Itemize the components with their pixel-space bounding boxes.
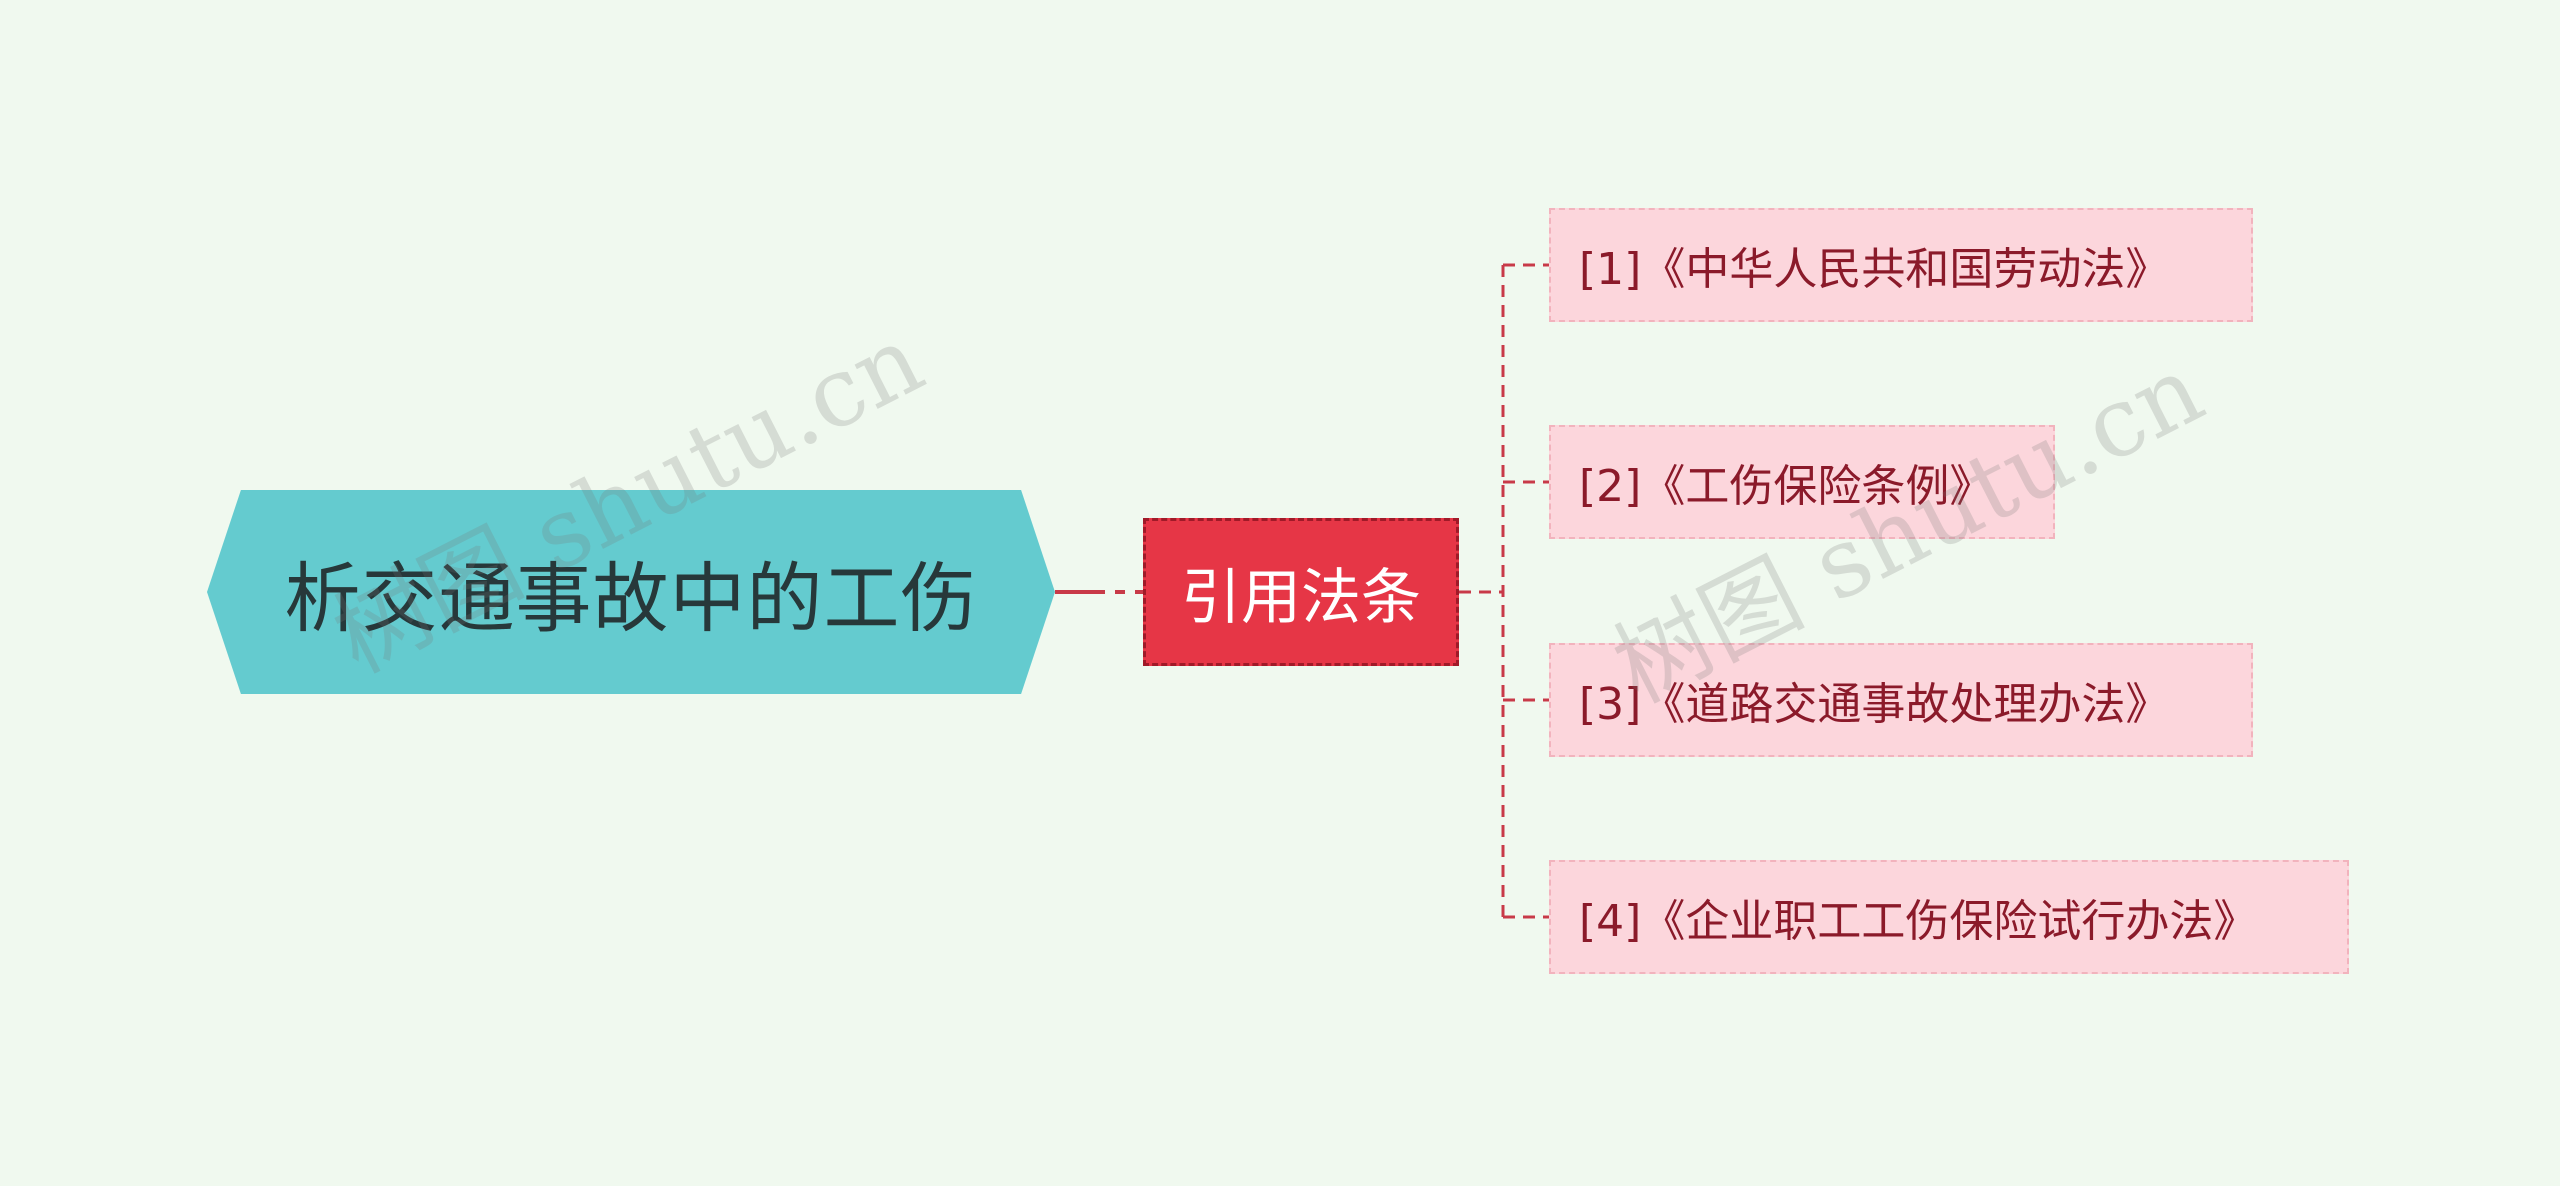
- leaf-topic-node-3[interactable]: [3]《道路交通事故处理办法》: [1549, 643, 2253, 757]
- branch-topic-label: 引用法条: [1181, 562, 1421, 633]
- leaf-topic-node-1[interactable]: [1]《中华人民共和国劳动法》: [1549, 208, 2253, 322]
- leaf-topic-node-2[interactable]: [2]《工伤保险条例》: [1549, 425, 2055, 539]
- branch-topic-node[interactable]: 引用法条: [1143, 518, 1459, 666]
- leaf-topic-label-4: [4]《企业职工工伤保险试行办法》: [1579, 896, 2258, 947]
- root-topic-node[interactable]: 析交通事故中的工伤: [207, 490, 1055, 694]
- leaf-topic-label-3: [3]《道路交通事故处理办法》: [1579, 679, 2170, 730]
- leaf-topic-label-1: [1]《中华人民共和国劳动法》: [1579, 244, 2170, 295]
- leaf-topic-label-2: [2]《工伤保险条例》: [1579, 461, 1994, 512]
- leaf-topic-node-4[interactable]: [4]《企业职工工伤保险试行办法》: [1549, 860, 2349, 974]
- root-topic-label: 析交通事故中的工伤: [284, 554, 978, 643]
